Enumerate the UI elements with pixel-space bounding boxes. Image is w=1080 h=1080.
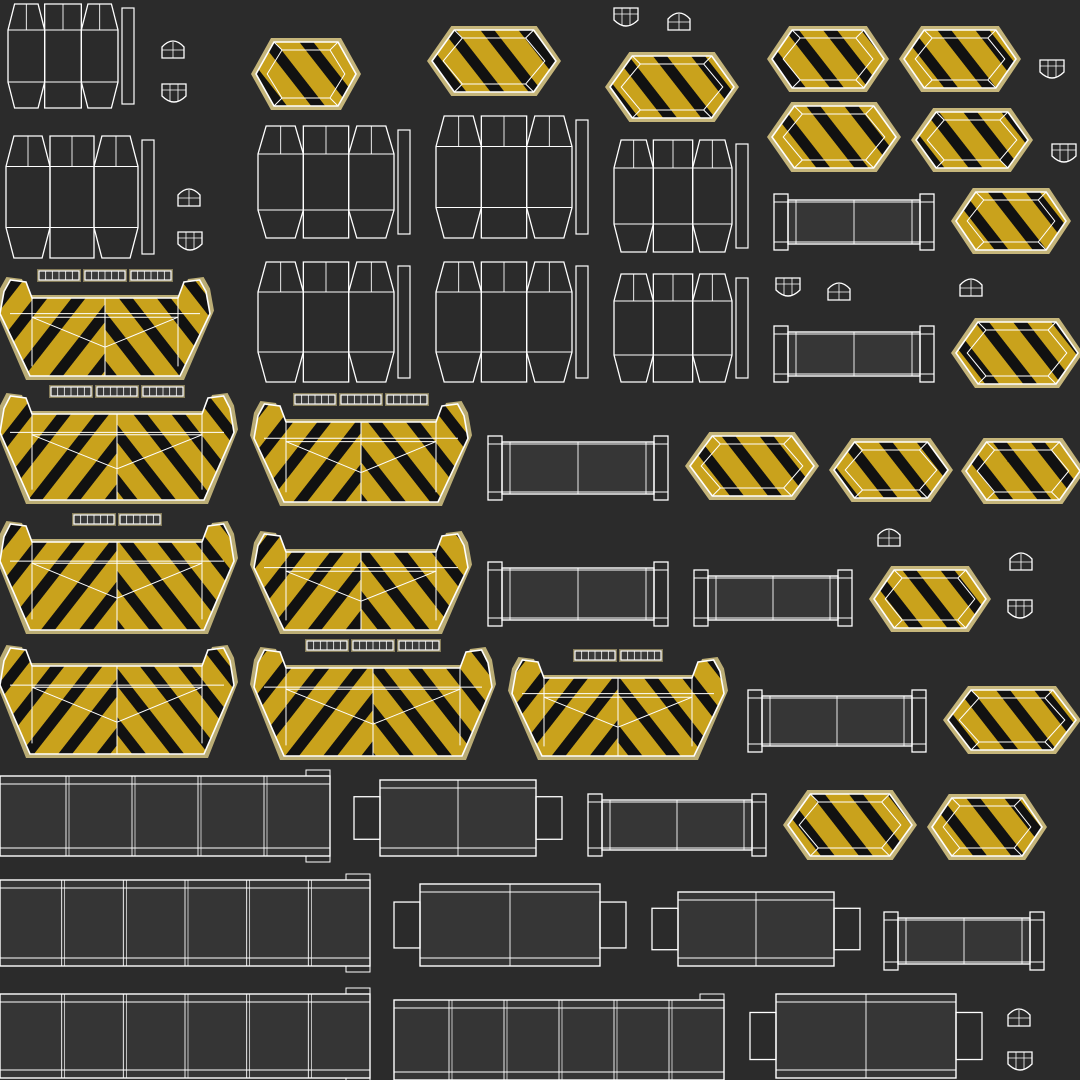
shield-icon: [1007, 1051, 1033, 1071]
bar-strip: [129, 269, 173, 282]
shield-icon: [1007, 599, 1033, 619]
hazard-barrier: [0, 513, 238, 634]
wire-box: [749, 993, 983, 1079]
wire-panel: [257, 261, 411, 383]
bar-strip: [118, 513, 162, 526]
shield-icon: [775, 277, 801, 297]
arch-icon: [877, 528, 901, 547]
wire-frame: [587, 793, 767, 857]
hazard-barrier: [0, 645, 238, 758]
bar-strip: [95, 385, 139, 398]
hazard-octagon: [869, 566, 991, 632]
wire-plank: [0, 873, 371, 973]
hazard-barrier: [250, 393, 472, 506]
bar-strip: [49, 385, 93, 398]
hazard-barrier: [0, 385, 238, 504]
bar-strip: [293, 393, 337, 406]
hazard-octagon: [685, 432, 819, 500]
hazard-octagon: [829, 438, 953, 502]
bar-strip: [141, 385, 185, 398]
hazard-octagon: [427, 26, 561, 96]
wire-plank: [0, 769, 331, 863]
wire-box: [651, 891, 861, 967]
bar-strip: [339, 393, 383, 406]
shield-icon: [177, 231, 203, 251]
bar-strip: [397, 639, 441, 652]
arch-icon: [161, 40, 185, 59]
bar-strip: [351, 639, 395, 652]
wire-frame: [773, 193, 935, 251]
arch-icon: [667, 12, 691, 31]
arch-icon: [1009, 552, 1033, 571]
bar-strip: [83, 269, 127, 282]
shield-icon: [1039, 59, 1065, 79]
hazard-octagon: [899, 26, 1021, 92]
wire-panel: [435, 261, 589, 383]
hazard-octagon: [927, 794, 1047, 860]
hazard-barrier: [0, 269, 214, 380]
arch-icon: [959, 278, 983, 297]
arch-icon: [1007, 1008, 1031, 1027]
shield-icon: [161, 83, 187, 103]
wire-frame: [773, 325, 935, 383]
bar-strip: [305, 639, 349, 652]
bar-strip: [72, 513, 116, 526]
hazard-octagon: [951, 188, 1071, 254]
hazard-barrier: [250, 531, 472, 634]
wire-box: [353, 779, 563, 857]
wire-frame: [747, 689, 927, 753]
wire-plank: [393, 993, 725, 1080]
wire-panel: [5, 135, 155, 259]
hazard-octagon: [605, 52, 739, 122]
bar-strip: [619, 649, 663, 662]
bar-strip: [573, 649, 617, 662]
hazard-octagon: [961, 438, 1080, 504]
bar-strip: [385, 393, 429, 406]
arch-icon: [827, 282, 851, 301]
hazard-octagon: [251, 38, 361, 110]
wire-panel: [7, 3, 135, 109]
arch-icon: [177, 188, 201, 207]
hazard-octagon: [911, 108, 1033, 172]
wire-panel: [435, 115, 589, 239]
shield-icon: [613, 7, 639, 27]
hazard-octagon: [767, 26, 889, 92]
bar-strip: [37, 269, 81, 282]
wire-frame: [487, 435, 669, 501]
hazard-octagon: [943, 686, 1080, 754]
wire-frame: [487, 561, 669, 627]
wire-plank: [0, 987, 371, 1080]
wire-frame: [693, 569, 853, 627]
hazard-octagon: [767, 102, 901, 172]
wire-panel: [257, 125, 411, 239]
wire-panel: [613, 139, 749, 253]
wire-panel: [613, 273, 749, 383]
hazard-barrier: [250, 639, 496, 760]
hazard-barrier: [508, 649, 728, 760]
hazard-octagon: [783, 790, 917, 860]
wire-frame: [883, 911, 1045, 971]
shield-icon: [1051, 143, 1077, 163]
wire-box: [393, 883, 627, 967]
hazard-octagon: [951, 318, 1080, 388]
uv-islands: [0, 3, 1080, 1080]
